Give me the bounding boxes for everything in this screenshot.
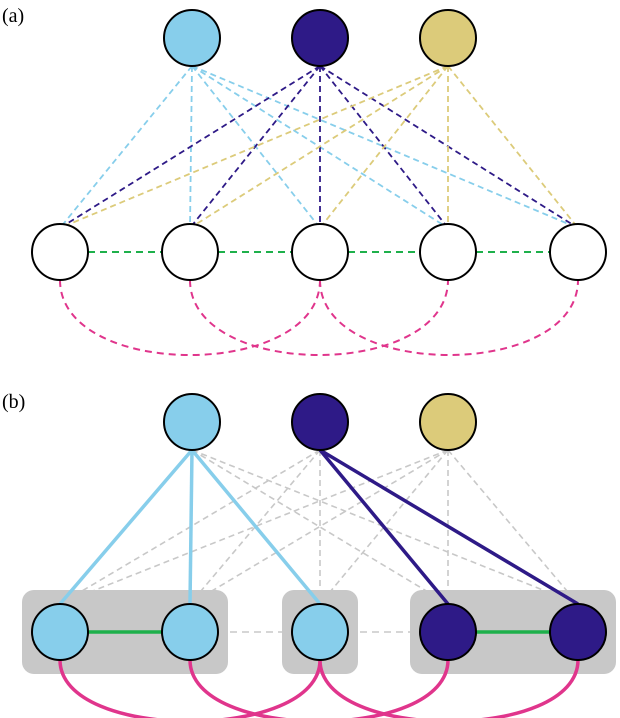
panel-b-inactive-edges: [59, 449, 579, 605]
panel-a-nodes: [31, 9, 607, 281]
edge-a-top2-bottom2: [319, 65, 449, 229]
top-node-a-1: [291, 9, 349, 67]
edge-a-top0-bottom0: [59, 65, 193, 229]
assignment-edge-top0-bottom0: [58, 448, 194, 606]
panel-b-arc-edges: [58, 659, 580, 718]
top-node-b-2: [419, 393, 477, 451]
bottom-node-b-2: [291, 603, 349, 661]
arc-edge-b-2-4: [318, 659, 580, 718]
arc-edge-b-0-2: [58, 659, 322, 718]
inactive-edge-top2-bottom4: [447, 449, 579, 605]
top-node-b-0: [163, 393, 221, 451]
panel-a: (a): [2, 5, 607, 356]
panel-a-label: (a): [2, 5, 24, 27]
bottom-node-a-0: [31, 223, 89, 281]
bottom-node-b-4: [549, 603, 607, 661]
bottom-node-b-3: [419, 603, 477, 661]
edge-a-top2-bottom4: [447, 65, 579, 229]
panel-a-top-edges: [59, 65, 579, 229]
panel-b: (b): [2, 391, 616, 718]
bottom-node-a-2: [291, 223, 349, 281]
panel-b-nodes: [31, 393, 607, 661]
panel-b-assignment-edges: [58, 448, 579, 606]
arc-edge-a-0-2: [59, 279, 321, 356]
edge-a-top1-bottom1: [189, 65, 321, 229]
bottom-node-b-1: [161, 603, 219, 661]
top-node-a-0: [163, 9, 221, 67]
assignment-edge-top0-bottom2: [190, 448, 322, 606]
bottom-node-a-3: [419, 223, 477, 281]
edge-a-top1-bottom0: [59, 65, 321, 229]
bottom-node-a-1: [161, 223, 219, 281]
arc-edge-a-2-4: [319, 279, 579, 356]
assignment-edge-top1-bottom3: [318, 448, 450, 606]
bottom-node-b-0: [31, 603, 89, 661]
assignment-edge-top1-bottom4: [319, 448, 579, 606]
edge-a-top1-bottom4: [319, 65, 579, 229]
edge-a-top2-bottom0: [59, 65, 449, 229]
top-node-a-2: [419, 9, 477, 67]
assignment-edge-top0-bottom1: [188, 449, 194, 605]
edge-a-top2-bottom1: [189, 65, 449, 229]
panel-b-label: (b): [2, 391, 25, 413]
top-node-b-1: [291, 393, 349, 451]
bottom-node-a-4: [549, 223, 607, 281]
arc-edge-b-1-3: [188, 659, 450, 718]
inactive-edge-top2-bottom1: [189, 449, 449, 605]
panel-a-arc-edges: [59, 279, 579, 356]
arc-edge-a-1-3: [189, 279, 449, 356]
